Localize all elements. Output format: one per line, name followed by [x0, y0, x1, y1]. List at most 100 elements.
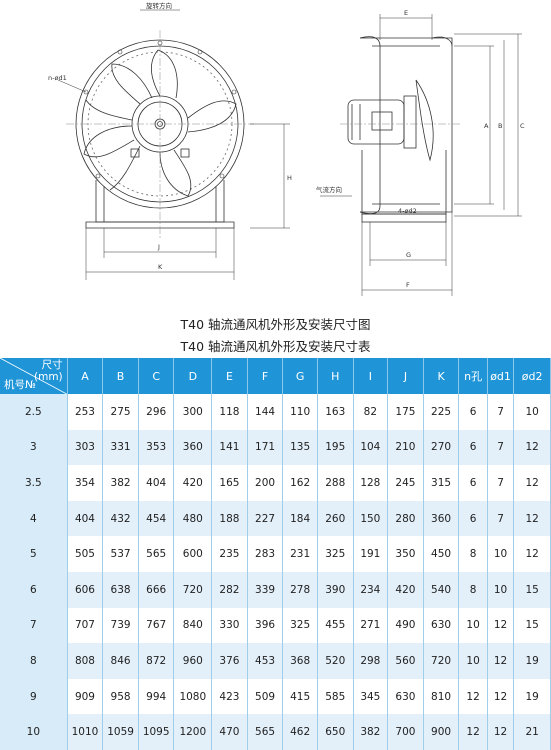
table-cell: 19	[513, 643, 551, 679]
dim-h-label: H	[287, 174, 292, 182]
table-cell: 382	[353, 714, 389, 750]
table-cell: 1080	[173, 678, 213, 715]
table-cell: 767	[138, 607, 175, 644]
side-view	[320, 14, 522, 296]
table-cell: 900	[423, 714, 460, 750]
table-cell: 12	[513, 465, 551, 501]
table-cell: 225	[423, 394, 460, 430]
table-cell: 810	[423, 678, 460, 715]
model-number-cell: 7	[0, 607, 68, 644]
hole-spec-label: n-ød1	[48, 74, 67, 82]
model-number-cell: 3	[0, 429, 68, 466]
table-cell: 650	[317, 714, 354, 750]
table-cell: 7	[487, 429, 515, 466]
dim-g-label: G	[406, 251, 411, 259]
table-cell: 585	[317, 678, 354, 715]
table-cell: 325	[317, 536, 354, 572]
table-cell: 10	[487, 571, 515, 608]
table-cell: 12	[458, 714, 488, 750]
column-header: D	[173, 358, 213, 394]
table-cell: 200	[247, 465, 284, 501]
dim-f-label: F	[406, 281, 410, 289]
table-cell: 175	[387, 394, 424, 430]
table-cell: 453	[247, 643, 284, 679]
dim-j-label: J	[157, 243, 160, 251]
table-cell: 376	[211, 643, 248, 679]
table-cell: 8	[458, 536, 488, 572]
fan-technical-drawing: 旋转方向 n-ød1 H J K E A B C 气流方向 4-ød2 G F	[48, 1, 525, 296]
table-cell: 135	[282, 429, 318, 466]
table-header-row: 尺寸 (mm) 机号№ A B C D E F G H I J K n孔 ød1…	[0, 358, 551, 394]
airflow-label: 气流方向	[316, 185, 342, 194]
column-header: n孔	[458, 358, 488, 394]
table-corner-cell: 尺寸 (mm) 机号№	[0, 358, 68, 394]
table-cell: 339	[247, 571, 284, 608]
table-cell: 565	[138, 536, 175, 572]
table-cell: 144	[247, 394, 284, 430]
table-cell: 1095	[138, 714, 175, 750]
corner-model-label: 机号№	[4, 379, 36, 391]
table-cell: 19	[513, 678, 551, 715]
column-header: ød2	[513, 358, 551, 394]
table-cell: 454	[138, 500, 175, 537]
table-cell: 82	[353, 394, 389, 430]
table-cell: 283	[247, 536, 284, 572]
model-number-cell: 6	[0, 571, 68, 608]
table-cell: 560	[387, 643, 424, 679]
table-cell: 6	[458, 500, 488, 537]
table-cell: 808	[67, 643, 104, 679]
table-cell: 390	[317, 571, 354, 608]
table-cell: 423	[211, 678, 248, 715]
dim-a-label: A	[484, 122, 489, 130]
table-cell: 325	[282, 607, 318, 644]
table-cell: 231	[282, 536, 318, 572]
table-cell: 350	[387, 536, 424, 572]
table-cell: 505	[67, 536, 104, 572]
table-cell: 8	[458, 571, 488, 608]
table-cell: 10	[458, 643, 488, 679]
column-header: I	[353, 358, 389, 394]
table-cell: 666	[138, 571, 175, 608]
corner-unit-label: (mm)	[34, 371, 63, 383]
table-cell: 700	[387, 714, 424, 750]
table-cell: 188	[211, 500, 248, 537]
table-cell: 275	[102, 394, 139, 430]
table-cell: 382	[102, 465, 139, 501]
model-number-cell: 10	[0, 714, 68, 750]
dim-k-label: K	[158, 263, 163, 271]
diagonal-divider	[0, 358, 67, 394]
table-cell: 1059	[102, 714, 139, 750]
table-cell: 12	[487, 714, 515, 750]
table-cell: 118	[211, 394, 248, 430]
table-cell: 171	[247, 429, 284, 466]
table-cell: 270	[423, 429, 460, 466]
model-number-cell: 9	[0, 678, 68, 715]
model-number-cell: 4	[0, 500, 68, 537]
table-cell: 163	[317, 394, 354, 430]
table-cell: 150	[353, 500, 389, 537]
table-cell: 6	[458, 394, 488, 430]
table-cell: 260	[317, 500, 354, 537]
table-cell: 638	[102, 571, 139, 608]
table-cell: 7	[487, 465, 515, 501]
table-cell: 330	[211, 607, 248, 644]
table-cell: 1200	[173, 714, 213, 750]
table-cell: 480	[173, 500, 213, 537]
table-cell: 234	[353, 571, 389, 608]
dim-b-label: B	[498, 122, 502, 130]
table-cell: 296	[138, 394, 175, 430]
table-cell: 360	[423, 500, 460, 537]
table-cell: 368	[282, 643, 318, 679]
table-cell: 141	[211, 429, 248, 466]
table-cell: 12	[513, 536, 551, 572]
table-cell: 271	[353, 607, 389, 644]
figure-caption: T40 轴流通风机外形及安装尺寸图	[180, 317, 371, 332]
corner-size-label: 尺寸	[41, 359, 63, 371]
table-cell: 739	[102, 607, 139, 644]
table-cell: 7	[487, 500, 515, 537]
table-cell: 15	[513, 571, 551, 608]
table-cell: 227	[247, 500, 284, 537]
